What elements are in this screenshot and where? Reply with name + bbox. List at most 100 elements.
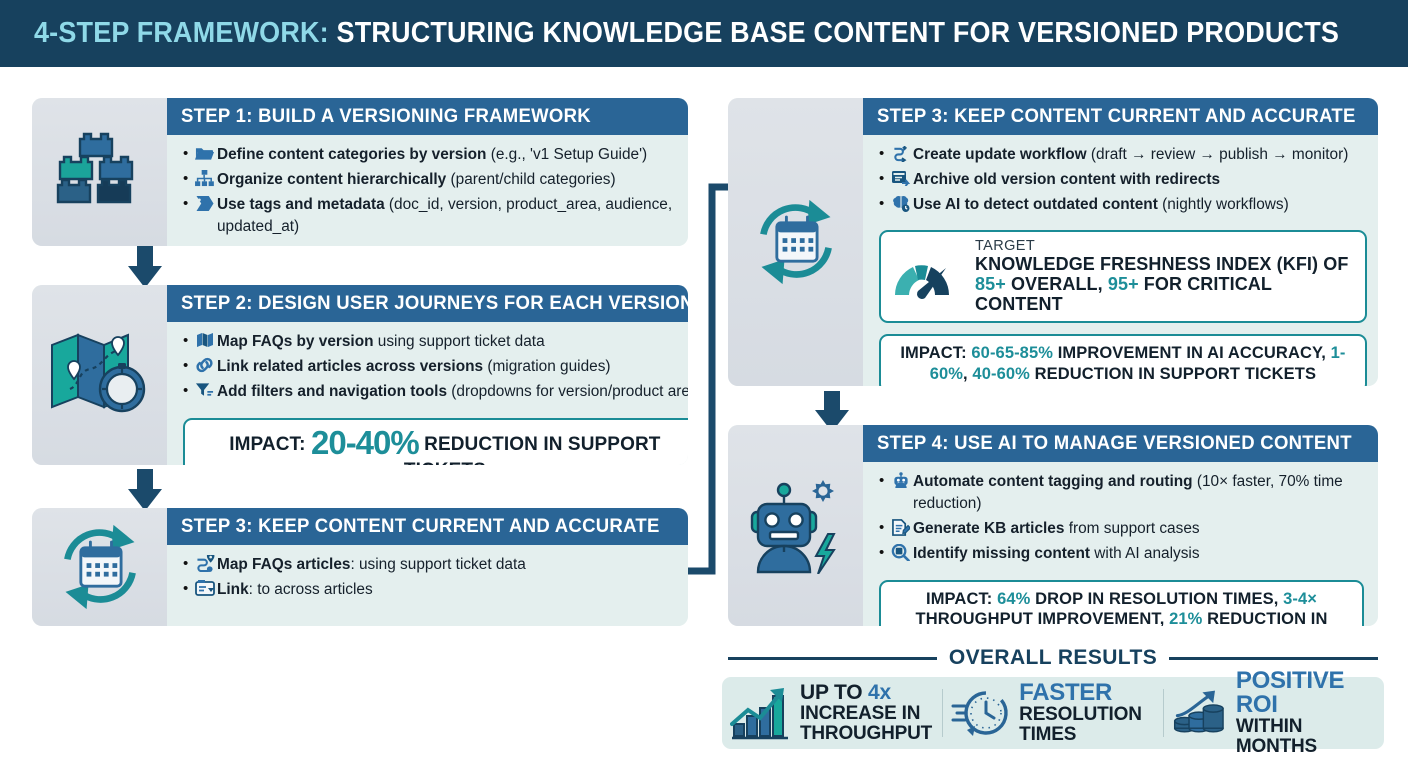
- list-item[interactable]: • Create update workflow (draft → review…: [879, 144, 1369, 166]
- step1-bullets: • Define content categories by version (…: [167, 135, 688, 246]
- step3right-impact-box: IMPACT: 60-65-85% IMPROVEMENT IN AI ACCU…: [879, 334, 1367, 386]
- list-item-text: Automate content tagging and routing (10…: [913, 473, 1343, 512]
- result-line1: UP TO 4x: [800, 680, 892, 704]
- document-edit-icon: [888, 518, 913, 536]
- calendar-icon: [78, 540, 123, 588]
- impact-rest: REDUCTION IN SUPPORT TICKETS: [404, 433, 661, 465]
- target-line2: 85+ OVERALL, 95+ FOR CRITICAL CONTENT: [975, 273, 1272, 314]
- link-icon: [192, 356, 217, 373]
- compass-icon: [98, 363, 145, 413]
- list-item[interactable]: • Generate KB articles from support case…: [879, 518, 1366, 540]
- result-headline: POSITIVE ROI: [1235, 666, 1345, 718]
- step2-bullets: • Map FAQs by version using support tick…: [167, 322, 688, 412]
- list-item[interactable]: • Link: to across articles: [183, 579, 676, 601]
- step3left-bullets: • Map FAQs articles: using support ticke…: [167, 545, 688, 610]
- workflow-icon: [888, 144, 913, 162]
- list-item-text: Identify missing content with AI analysi…: [913, 544, 1200, 562]
- overall-results-title: OVERALL RESULTS: [948, 646, 1158, 669]
- connector-step1-step2: [128, 246, 162, 288]
- bullet-dot: •: [879, 145, 885, 162]
- result-roi-text: POSITIVE ROI WITHIN MONTHS: [1235, 666, 1376, 757]
- page-title-main: STRUCTURING KNOWLEDGE BASE CONTENT FOR V…: [328, 17, 1340, 49]
- robot-small-icon: [888, 471, 913, 489]
- result-line3: THROUGHPUT: [800, 723, 933, 745]
- list-item-text: Archive old version content with redirec…: [913, 170, 1221, 188]
- step3right-header: STEP 3: KEEP CONTENT CURRENT AND ACCURAT…: [863, 98, 1378, 135]
- overall-results-strip: UP TO 4x INCREASE IN THROUGHPUT FASTER R…: [722, 668, 1384, 757]
- folder-icon: [192, 144, 217, 161]
- bullet-dot: •: [879, 543, 885, 561]
- list-item-text: Map FAQs articles: using support ticket …: [217, 556, 526, 573]
- list-item-text: Define content categories by version (e.…: [217, 146, 648, 163]
- step3left-header: STEP 3: KEEP CONTENT CURRENT AND ACCURAT…: [167, 508, 688, 545]
- search-doc-icon: [888, 543, 913, 561]
- panel-step1[interactable]: STEP 1: BUILD A VERSIONING FRAMEWORK • D…: [32, 98, 688, 246]
- list-item-text: Organize content hierarchically (parent/…: [217, 170, 616, 188]
- bullet-dot: •: [183, 169, 189, 187]
- list-item[interactable]: • Automate content tagging and routing (…: [879, 471, 1366, 515]
- step3right-bullets: • Create update workflow (draft → review…: [863, 135, 1378, 225]
- bullet-dot: •: [183, 381, 189, 399]
- robot-icon: [750, 479, 836, 574]
- connector-step3right-step4: [815, 391, 849, 432]
- list-item[interactable]: • Identify missing content with AI analy…: [879, 543, 1366, 565]
- step2-body: STEP 2: DESIGN USER JOURNEYS FOR EACH VE…: [167, 285, 688, 465]
- gauge-icon: [895, 265, 949, 299]
- bullet-dot: •: [183, 555, 189, 572]
- result-item-throughput[interactable]: UP TO 4x INCREASE IN THROUGHPUT: [722, 677, 942, 749]
- hierarchy-icon: [192, 169, 217, 187]
- step4-impact-box: IMPACT: 64% DROP IN RESOLUTION TIMES, 3-…: [879, 579, 1364, 626]
- calendar-refresh-icon: [759, 199, 832, 285]
- impact-label: IMPACT:: [229, 433, 306, 455]
- overall-results-title-row: OVERALL RESULTS: [728, 645, 1378, 671]
- list-item[interactable]: • Use AI to detect outdated content (nig…: [879, 194, 1369, 216]
- panel-step2[interactable]: STEP 2: DESIGN USER JOURNEYS FOR EACH VE…: [32, 285, 688, 465]
- panel-step4[interactable]: STEP 4: USE AI TO MANAGE VERSIONED CONTE…: [728, 425, 1378, 626]
- connector-step2-step3: [128, 469, 162, 511]
- list-item-text: Add filters and navigation tools (dropdo…: [217, 382, 688, 400]
- coins-growth-icon: [1174, 690, 1225, 733]
- list-item-text: Link: to across articles: [217, 580, 373, 598]
- page-header: 4-STEP FRAMEWORK: STRUCTURING KNOWLEDGE …: [0, 0, 1408, 67]
- impact-label: IMPACT:: [926, 589, 998, 608]
- map-pin-route-icon: [192, 554, 217, 572]
- list-item[interactable]: • Use tags and metadata (doc_id, version…: [183, 194, 676, 238]
- list-item[interactable]: • Archive old version content with redir…: [879, 169, 1369, 191]
- list-item[interactable]: • Organize content hierarchically (paren…: [183, 169, 676, 191]
- result-line3: TIMES: [1019, 724, 1077, 745]
- lego-bricks-icon: [56, 132, 133, 204]
- list-item-text: Use tags and metadata (doc_id, version, …: [217, 195, 673, 235]
- filter-icon: [192, 381, 217, 398]
- result-item-roi[interactable]: POSITIVE ROI WITHIN MONTHS: [1164, 668, 1384, 757]
- results-divider: [941, 689, 944, 737]
- impact-stat-3: 40-60%: [972, 364, 1030, 383]
- step4-bullets: • Automate content tagging and routing (…: [863, 462, 1378, 574]
- panel-step3-right[interactable]: STEP 3: KEEP CONTENT CURRENT AND ACCURAT…: [728, 98, 1378, 386]
- list-item[interactable]: • Map FAQs articles: using support ticke…: [183, 554, 676, 576]
- tags-icon: [192, 194, 217, 212]
- list-item[interactable]: • Define content categories by version (…: [183, 144, 676, 166]
- list-item-text: Create update workflow (draft → review →…: [913, 146, 1349, 163]
- bullet-dot: •: [879, 169, 885, 187]
- step3right-icon-well: [728, 98, 863, 386]
- map-icon: [192, 331, 217, 348]
- bullet-dot: •: [183, 579, 189, 597]
- results-divider: [1162, 689, 1165, 737]
- impact-stat-1: 64%: [997, 589, 1031, 608]
- target-line1: KNOWLEDGE FRESHNESS INDEX (KFI) OF: [975, 253, 1349, 274]
- list-item[interactable]: • Map FAQs by version using support tick…: [183, 331, 688, 353]
- result-line2: WITHIN MONTHS: [1235, 715, 1318, 757]
- bullet-dot: •: [879, 194, 885, 212]
- impact-stat-2: 1-60%: [929, 344, 1346, 383]
- list-item[interactable]: • Link related articles across versions …: [183, 356, 688, 378]
- list-item-text: Generate KB articles from support cases: [913, 519, 1200, 537]
- bullet-dot: •: [183, 356, 189, 374]
- list-item-text: Link related articles across versions (m…: [217, 357, 611, 375]
- kfi-target-text: TARGET KNOWLEDGE FRESHNESS INDEX (KFI) O…: [975, 238, 1355, 314]
- bullet-dot: •: [879, 472, 885, 489]
- panel-step3-left[interactable]: STEP 3: KEEP CONTENT CURRENT AND ACCURAT…: [32, 508, 688, 626]
- list-item[interactable]: • Add filters and navigation tools (drop…: [183, 381, 688, 403]
- result-line2: RESOLUTION: [1019, 703, 1142, 725]
- result-item-resolution[interactable]: FASTER RESOLUTION TIMES: [943, 677, 1163, 749]
- page-title: 4-STEP FRAMEWORK: STRUCTURING KNOWLEDGE …: [34, 17, 1339, 50]
